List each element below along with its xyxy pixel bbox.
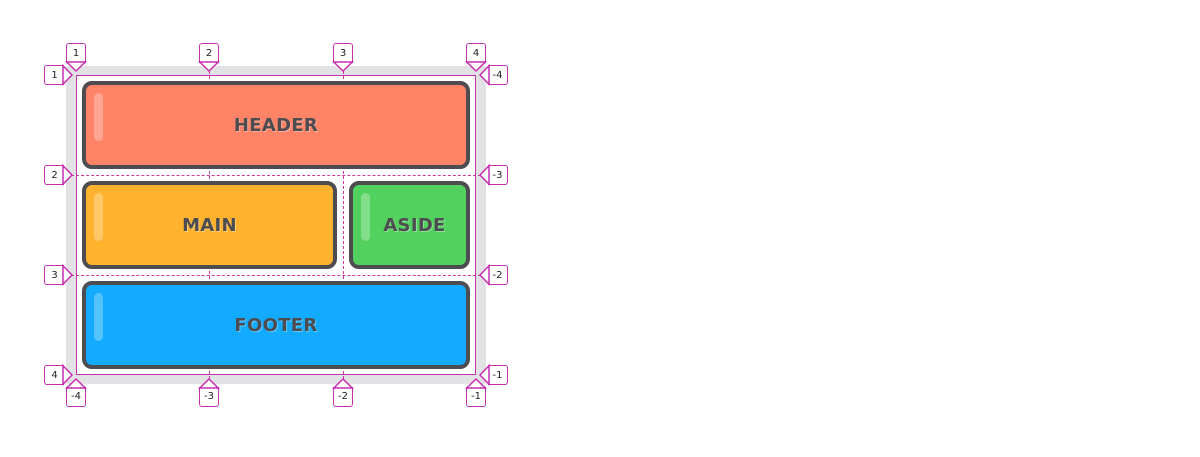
shine-highlight <box>361 193 370 241</box>
row-line-label-left-2: 2 <box>44 163 74 186</box>
row-line-label-left-3: 3 <box>44 263 74 286</box>
grid-item-footer: FOOTER <box>82 281 470 369</box>
main-label: MAIN <box>182 214 237 236</box>
column-line-label-top-3: 3 <box>331 43 354 73</box>
row-line-label-right-neg4: -4 <box>478 63 508 86</box>
row-line-label-right-neg2: -2 <box>478 263 508 286</box>
header-label: HEADER <box>233 114 319 136</box>
footer-label: FOOTER <box>234 314 318 336</box>
row-line-label-right-neg3: -3 <box>478 163 508 186</box>
column-line-label-top-1: 1 <box>64 43 87 73</box>
shine-highlight <box>94 293 103 341</box>
aside-label: ASIDE <box>383 214 446 236</box>
shine-highlight <box>94 93 103 141</box>
column-line-label-top-2: 2 <box>197 43 220 73</box>
shine-highlight <box>94 193 103 241</box>
column-line-label-bottom-neg3: -3 <box>197 377 220 407</box>
grid-item-main: MAIN <box>82 181 337 269</box>
column-line-label-bottom-neg1: -1 <box>464 377 487 407</box>
row-line-label-left-1: 1 <box>44 63 74 86</box>
column-line-label-bottom-neg2: -2 <box>331 377 354 407</box>
grid-diagram: HEADER MAIN ASIDE FOOTER 1 2 3 4 -4 -3 -… <box>0 0 560 457</box>
column-line-label-bottom-neg4: -4 <box>64 377 87 407</box>
row-line-3 <box>66 275 486 276</box>
grid-item-header: HEADER <box>82 81 470 169</box>
row-line-2 <box>66 175 486 176</box>
row-line-label-right-neg1: -1 <box>478 363 508 386</box>
column-line-3 <box>343 66 344 384</box>
column-line-label-top-4: 4 <box>464 43 487 73</box>
grid-item-aside: ASIDE <box>349 181 470 269</box>
row-line-label-left-4: 4 <box>44 363 74 386</box>
